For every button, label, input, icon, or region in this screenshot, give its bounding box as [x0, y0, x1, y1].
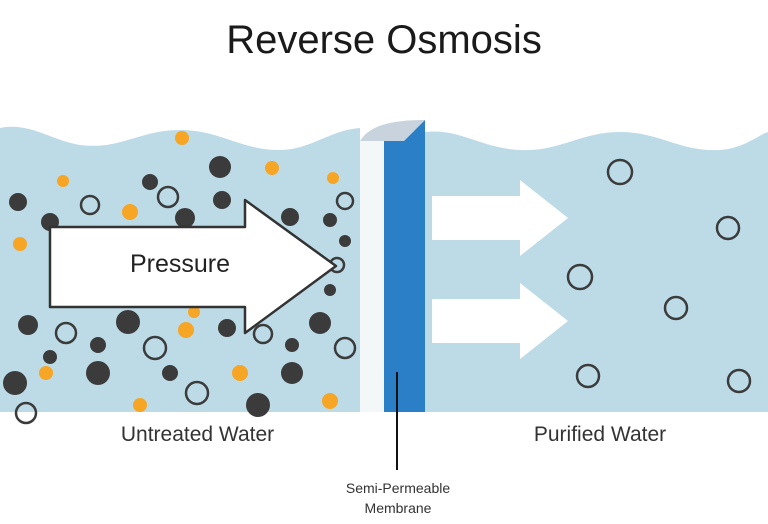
orange-particle [57, 175, 69, 187]
hollow-particle [156, 185, 180, 209]
membrane-top [360, 120, 425, 141]
hollow-particle [575, 363, 601, 389]
pressure-label: Pressure [129, 250, 231, 278]
membrane-side [384, 120, 425, 412]
dark-particle [3, 371, 27, 395]
flow-arrow-lower [432, 283, 568, 359]
hollow-particle [726, 368, 752, 394]
untreated-water-label: Untreated Water [120, 423, 275, 446]
dark-particle [285, 338, 299, 352]
membrane-label-line1: Semi-Permeable [345, 480, 451, 496]
dark-particle [218, 319, 236, 337]
diagram-title: Reverse Osmosis [226, 18, 542, 62]
dark-particle [281, 208, 299, 226]
orange-particle [327, 172, 339, 184]
orange-particle [232, 365, 248, 381]
hollow-particle [566, 263, 594, 291]
dark-particle [18, 315, 38, 335]
hollow-particle [663, 295, 689, 321]
dark-particle [281, 362, 303, 384]
dark-particle [175, 208, 195, 228]
membrane-label-line2: Membrane [364, 500, 432, 516]
orange-particle [188, 306, 200, 318]
dark-particle [90, 337, 106, 353]
flow-arrow-upper [432, 180, 568, 256]
untreated-particles [3, 131, 357, 425]
dark-particle [209, 156, 231, 178]
membrane-front [360, 141, 384, 412]
hollow-particle [333, 336, 357, 360]
semi-permeable-membrane [360, 120, 425, 412]
orange-particle [178, 322, 194, 338]
orange-particle [39, 366, 53, 380]
dark-particle [142, 174, 158, 190]
hollow-particle [142, 335, 168, 361]
orange-particle [133, 398, 147, 412]
orange-particle [322, 393, 338, 409]
dark-particle [323, 213, 337, 227]
purified-water-label: Purified Water [533, 423, 667, 446]
hollow-particle [252, 323, 274, 345]
dark-particle [116, 310, 140, 334]
pressure-arrow [48, 198, 338, 335]
dark-particle [246, 393, 270, 417]
dark-particle [86, 361, 110, 385]
hollow-particle [54, 321, 78, 345]
hollow-particle [335, 191, 355, 211]
membrane-label: Semi-Permeable Membrane [300, 478, 496, 518]
orange-particle [265, 161, 279, 175]
hollow-particle [715, 215, 741, 241]
dark-particle [9, 193, 27, 211]
dark-particle [339, 235, 351, 247]
orange-particle [175, 131, 189, 145]
orange-particle [122, 204, 138, 220]
hollow-particle [79, 194, 101, 216]
dark-particle [324, 284, 336, 296]
hollow-particle [606, 158, 634, 186]
hollow-particle [14, 401, 38, 425]
dark-particle [213, 191, 231, 209]
dark-particle [309, 312, 331, 334]
hollow-particle [184, 380, 210, 406]
orange-particle [13, 237, 27, 251]
dark-particle [43, 350, 57, 364]
dark-particle [162, 365, 178, 381]
purified-particles [566, 158, 752, 394]
